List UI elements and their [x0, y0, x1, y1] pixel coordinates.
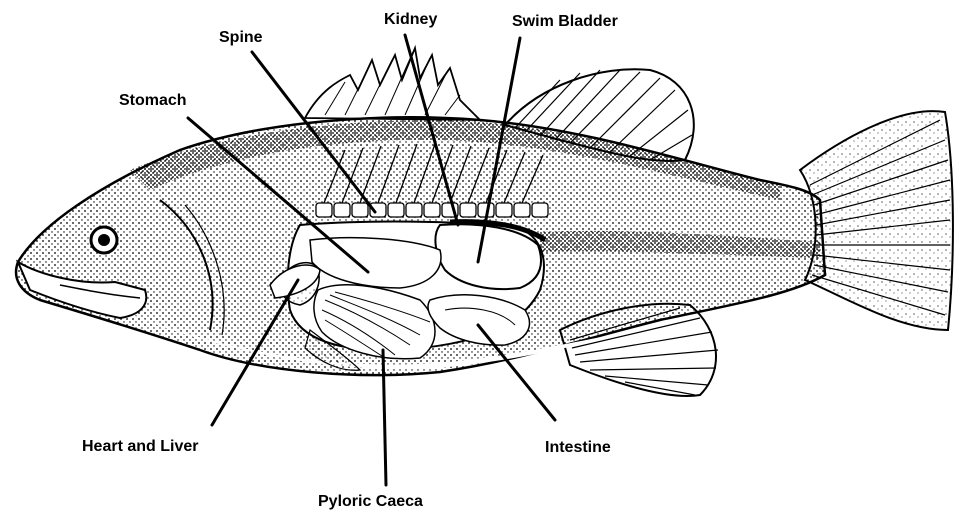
label-swim-bladder: Swim Bladder [512, 14, 618, 30]
label-stomach: Stomach [119, 93, 187, 109]
label-kidney: Kidney [384, 12, 437, 28]
label-intestine: Intestine [545, 440, 611, 456]
label-pyloric-caeca: Pyloric Caeca [318, 494, 423, 510]
label-spine: Spine [219, 30, 263, 46]
spiny-dorsal-fin [305, 48, 480, 120]
caudal-fin [800, 111, 953, 330]
label-heart-and-liver: Heart and Liver [82, 439, 198, 455]
